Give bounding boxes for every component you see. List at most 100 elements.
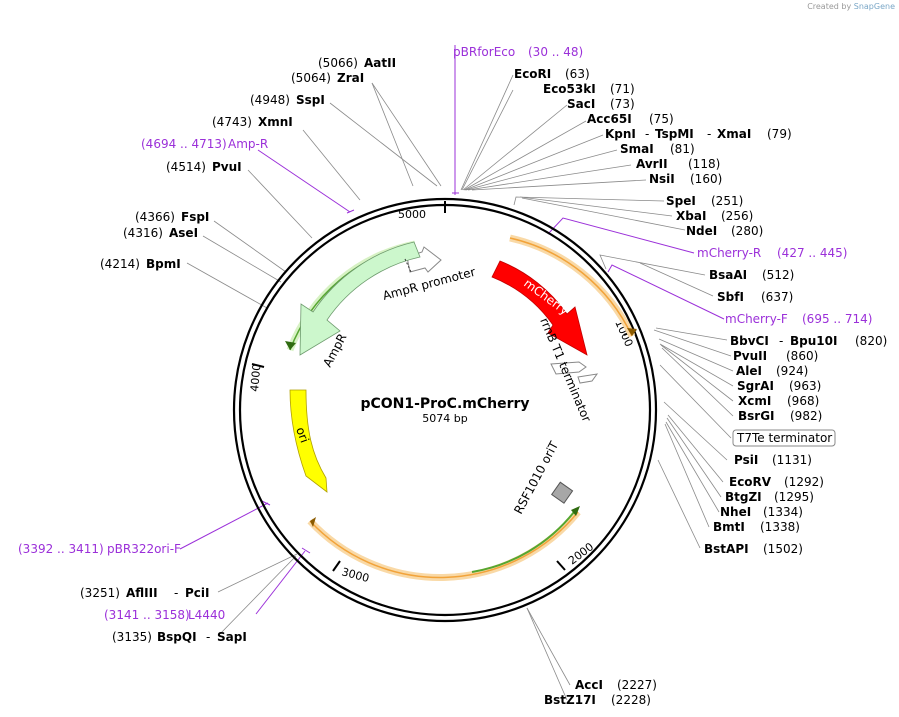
plasmid-length: 5074 bp [422, 412, 467, 425]
site-label-saci[interactable]: SacI (73) [567, 97, 635, 111]
svg-text:EcoRV: EcoRV [729, 475, 772, 489]
primer-label-mcherry-f[interactable]: mCherry-F (695 .. 714) [725, 312, 872, 326]
site-label-asei[interactable]: (4316) AseI [123, 226, 198, 240]
site-label-bsrgi[interactable]: BsrGI (982) [738, 409, 822, 423]
svg-text:(1295): (1295) [774, 490, 814, 504]
svg-text:(2228): (2228) [611, 693, 651, 707]
svg-text:(1334): (1334) [763, 505, 803, 519]
svg-text:XcmI: XcmI [738, 394, 771, 408]
backbone-outer [232, 197, 658, 623]
svg-text:SmaI: SmaI [620, 142, 654, 156]
svg-text:NsiI: NsiI [649, 172, 675, 186]
svg-text:(4316): (4316) [123, 226, 163, 240]
svg-text:(4214): (4214) [100, 257, 140, 271]
svg-text:SspI: SspI [296, 93, 325, 107]
svg-text:(4514): (4514) [166, 160, 206, 174]
svg-text:(63): (63) [565, 67, 590, 81]
svg-text:Acc65I: Acc65I [587, 112, 632, 126]
site-label-bpmi[interactable]: (4214) BpmI [100, 257, 181, 271]
svg-text:NdeI: NdeI [686, 224, 717, 238]
site-label-ecorv[interactable]: EcoRV (1292) [729, 475, 824, 489]
ampr-feature[interactable] [299, 241, 421, 356]
site-label-ndei[interactable]: NdeI (280) [686, 224, 763, 238]
site-label-aatii[interactable]: (5066) AatII [318, 56, 396, 70]
site-label-bbvci[interactable]: BbvCI - Bpu10I (820) [730, 334, 887, 348]
svg-text:(1292): (1292) [784, 475, 824, 489]
svg-text:BsaAI: BsaAI [709, 268, 747, 282]
svg-text:(2227): (2227) [617, 678, 657, 692]
ampr-promoter-feature[interactable] [406, 246, 442, 273]
svg-text:(3135): (3135) [112, 630, 152, 644]
svg-text:(160): (160) [690, 172, 722, 186]
snapgene-credit: Created by SnapGene [807, 2, 895, 11]
svg-text:BspQI: BspQI [157, 630, 197, 644]
site-label-sbfi[interactable]: SbfI (637) [717, 290, 793, 304]
svg-text:AleI: AleI [736, 364, 762, 378]
site-label-zrai[interactable]: (5064) ZraI [291, 71, 364, 85]
site-label-bstapi[interactable]: BstAPI (1502) [704, 542, 803, 556]
site-label-afliii[interactable]: (3251) AflIII - PciI [80, 586, 210, 600]
site-label-eco53ki[interactable]: Eco53kI (71) [543, 82, 635, 96]
site-label-ecori[interactable]: EcoRI (63) [514, 67, 590, 81]
svg-text:(860): (860) [786, 349, 818, 363]
primer-label-ampr[interactable]: (4694 .. 4713) Amp-R [141, 137, 268, 151]
site-label-acci[interactable]: AccI (2227) [575, 678, 657, 692]
site-label-spei[interactable]: SpeI (251) [666, 194, 743, 208]
primer-label-l4440[interactable]: (3141 .. 3158) L4440 [104, 608, 225, 622]
svg-text:BstAPI: BstAPI [704, 542, 749, 556]
primer-label-pbrforeco[interactable]: pBRforEco (30 .. 48) [453, 45, 583, 59]
rrnb-terminator-feature[interactable] [550, 361, 587, 375]
feature-label-t7te[interactable]: T7Te terminator [732, 429, 836, 447]
site-label-kpni[interactable]: KpnI - TspMI - XmaI (79) [605, 127, 792, 141]
svg-text:(118): (118) [688, 157, 720, 171]
svg-text:L4440: L4440 [188, 608, 225, 622]
site-label-smai[interactable]: SmaI (81) [620, 142, 695, 156]
svg-text:SpeI: SpeI [666, 194, 696, 208]
site-label-bsaai[interactable]: BsaAI (512) [709, 268, 794, 282]
svg-text:Bpu10I: Bpu10I [790, 334, 837, 348]
rsf1010-label: RSF1010 oriT [511, 438, 561, 516]
svg-text:(75): (75) [649, 112, 674, 126]
site-label-bstz17i[interactable]: BstZ17I (2228) [544, 693, 651, 707]
svg-text:-: - [779, 334, 783, 348]
site-label-alei[interactable]: AleI (924) [736, 364, 808, 378]
snapgene-logo: SnapGene [853, 2, 895, 11]
site-label-xmni[interactable]: (4743) XmnI [212, 115, 293, 129]
site-label-sspi[interactable]: (4948) SspI [250, 93, 325, 107]
site-label-nhei[interactable]: NheI (1334) [720, 505, 803, 519]
svg-text:(1338): (1338) [760, 520, 800, 534]
svg-text:KpnI: KpnI [605, 127, 636, 141]
site-label-sgrai[interactable]: SgrAI (963) [737, 379, 821, 393]
ori-feature[interactable] [289, 389, 328, 493]
site-label-xbai[interactable]: XbaI (256) [676, 209, 753, 223]
site-label-bspqi[interactable]: (3135) BspQI - SapI [112, 630, 247, 644]
svg-text:EcoRI: EcoRI [514, 67, 551, 81]
svg-text:T7Te terminator: T7Te terminator [736, 431, 832, 445]
primer-label-mcherry-r[interactable]: mCherry-R (427 .. 445) [697, 246, 847, 260]
rsf1010-orit-feature[interactable] [550, 481, 574, 504]
primer-label-pbr322ori[interactable]: (3392 .. 3411) pBR322ori-F [18, 542, 181, 556]
svg-text:XbaI: XbaI [676, 209, 706, 223]
orf-arrowhead-3000 [310, 517, 316, 527]
svg-text:XmnI: XmnI [258, 115, 293, 129]
site-label-psii[interactable]: PsiI (1131) [734, 453, 812, 467]
svg-text:FspI: FspI [181, 210, 209, 224]
site-label-pvui[interactable]: (4514) PvuI [166, 160, 242, 174]
site-label-nsii[interactable]: NsiI (160) [649, 172, 722, 186]
svg-text:(637): (637) [761, 290, 793, 304]
t7te-terminator-glyph [577, 373, 599, 384]
svg-text:(512): (512) [762, 268, 794, 282]
svg-text:SbfI: SbfI [717, 290, 744, 304]
svg-text:BmtI: BmtI [713, 520, 745, 534]
mcherry-feature[interactable] [491, 260, 588, 356]
site-label-acc65i[interactable]: Acc65I (75) [587, 112, 674, 126]
site-label-btgzi[interactable]: BtgZI (1295) [725, 490, 814, 504]
site-label-fspi[interactable]: (4366) FspI [135, 210, 209, 224]
site-label-pvuii[interactable]: PvuII (860) [733, 349, 818, 363]
site-label-bmti[interactable]: BmtI (1338) [713, 520, 800, 534]
site-label-xcmi[interactable]: XcmI (968) [738, 394, 819, 408]
svg-text:(4743): (4743) [212, 115, 252, 129]
site-label-avrii[interactable]: AvrII (118) [636, 157, 720, 171]
svg-text:AseI: AseI [169, 226, 198, 240]
svg-text:SapI: SapI [217, 630, 247, 644]
